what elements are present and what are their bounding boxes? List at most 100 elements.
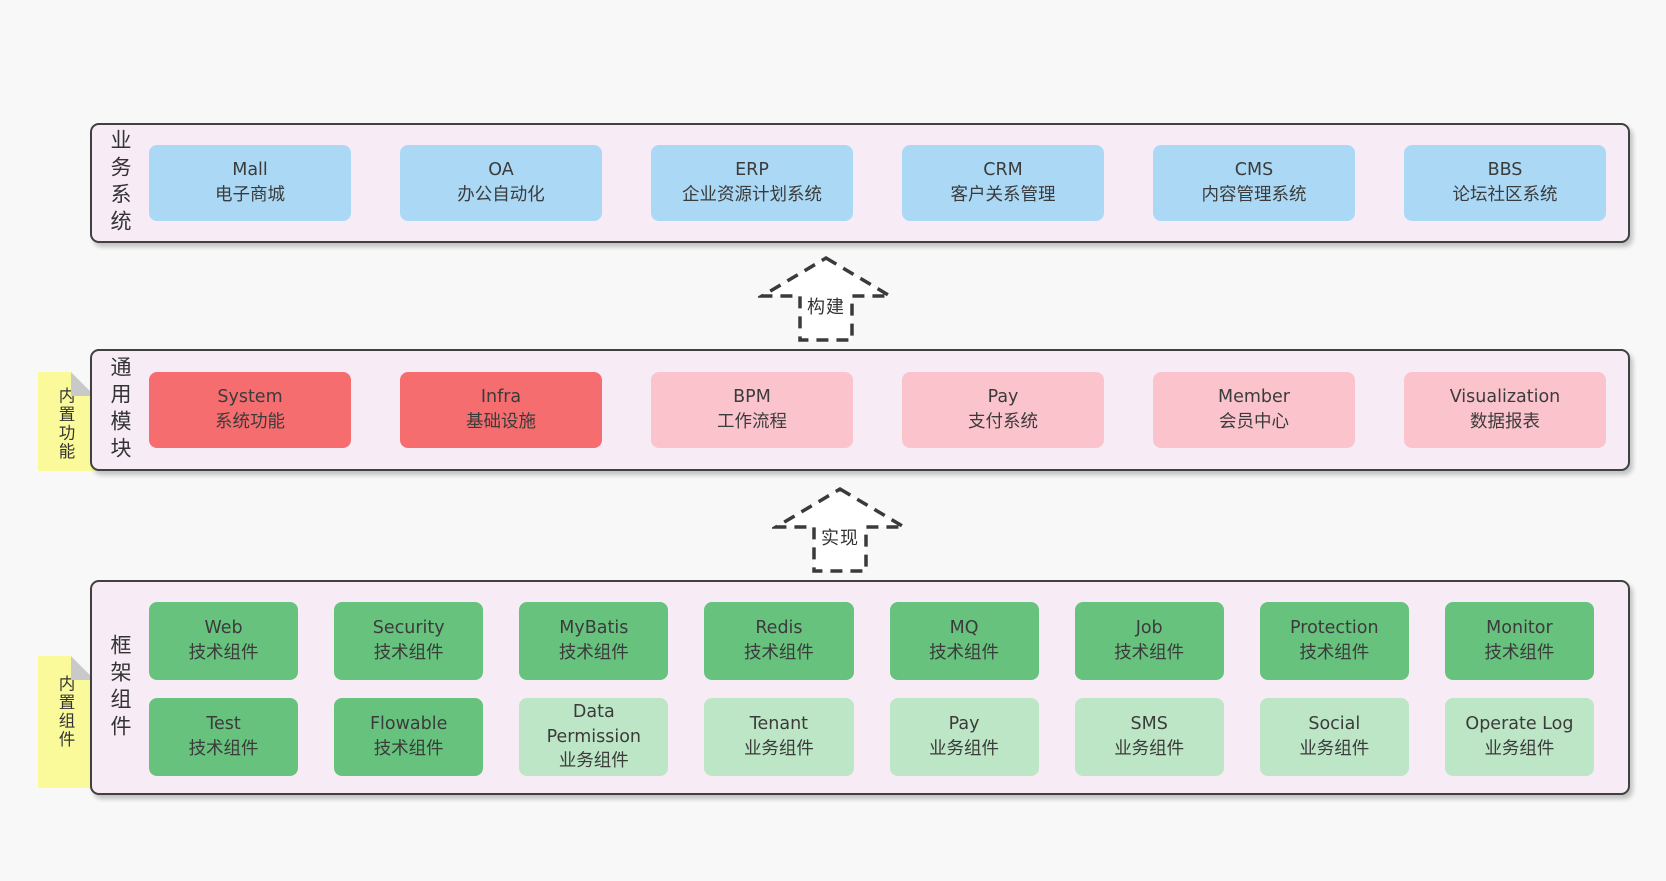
box-system: System 系统功能 [149, 372, 351, 448]
box-name: Test [206, 714, 241, 735]
box-name: Infra [480, 387, 522, 408]
box-category: 业务组件 [743, 739, 814, 759]
box-security: Security 技术组件 [334, 602, 484, 680]
box-member: Member 会员中心 [1153, 372, 1355, 448]
box-category: 支付系统 [968, 412, 1038, 432]
box-category: 内容管理系统 [1201, 185, 1307, 205]
box-category: 业务组件 [558, 751, 629, 772]
box-name: Social [1308, 714, 1361, 735]
up-arrow-build: 构建 [758, 255, 894, 343]
box-data-permission: Data Permission 业务组件 [519, 698, 669, 776]
up-arrow-implement: 实现 [772, 486, 908, 574]
box-category: 技术组件 [1114, 643, 1185, 663]
layer-label-business-systems: 业务系统 [108, 129, 132, 237]
box-sms: SMS 业务组件 [1074, 698, 1224, 776]
box-name: Monitor [1486, 618, 1553, 639]
box-category: 技术组件 [929, 643, 1000, 663]
box-name: Visualization [1449, 387, 1561, 408]
box-category: 电子商城 [215, 185, 285, 205]
box-crm: CRM 客户关系管理 [902, 145, 1104, 221]
box-name: BBS [1487, 160, 1523, 181]
box-tenant: Tenant 业务组件 [704, 698, 854, 776]
box-mall: Mall 电子商城 [149, 145, 351, 221]
box-category: 技术组件 [373, 739, 444, 759]
box-name: OA [488, 160, 514, 181]
box-name: MyBatis [559, 618, 629, 639]
box-protection: Protection 技术组件 [1259, 602, 1409, 680]
box-name: Pay [948, 714, 980, 735]
box-erp: ERP 企业资源计划系统 [651, 145, 853, 221]
box-name: Pay [987, 387, 1019, 408]
sticky-note-built-in-components: 内置组件 [38, 656, 95, 788]
box-category: 工作流程 [717, 412, 787, 432]
box-category: 业务组件 [929, 739, 1000, 759]
box-name: Security [372, 618, 445, 639]
box-category: 业务组件 [1484, 739, 1555, 759]
box-category: 技术组件 [558, 643, 629, 663]
box-category: 业务组件 [1114, 739, 1185, 759]
layer-label-framework-components: 框架组件 [108, 633, 132, 742]
box-name: Data Permission [546, 701, 641, 747]
box-name: Member [1218, 387, 1290, 408]
arrow-build-label: 构建 [807, 297, 845, 318]
box-name: Flowable [369, 714, 448, 735]
box-category: 技术组件 [1299, 643, 1370, 663]
box-name: Redis [755, 618, 803, 639]
box-visualization: Visualization 数据报表 [1404, 372, 1606, 448]
box-name: Operate Log [1465, 714, 1574, 735]
box-category: 系统功能 [215, 412, 285, 432]
box-category: 技术组件 [188, 739, 259, 759]
box-category: 技术组件 [188, 643, 259, 663]
up-arrow-build-shape [758, 255, 894, 342]
box-name: CRM [983, 160, 1023, 181]
box-category: 会员中心 [1219, 412, 1289, 432]
box-category: 业务组件 [1299, 739, 1370, 759]
box-name: System [217, 387, 283, 408]
arrow-implement-label: 实现 [821, 528, 859, 549]
layer-label-common-modules: 通用模块 [108, 356, 132, 464]
box-name: MQ [949, 618, 979, 639]
box-job: Job 技术组件 [1074, 602, 1224, 680]
box-name: Mall [232, 160, 268, 181]
box-category: 论坛社区系统 [1452, 185, 1558, 205]
box-category: 客户关系管理 [950, 185, 1056, 205]
box-redis: Redis 技术组件 [704, 602, 854, 680]
box-mq: MQ 技术组件 [889, 602, 1039, 680]
box-category: 数据报表 [1470, 412, 1540, 432]
box-pay: Pay 业务组件 [889, 698, 1039, 776]
box-operate-log: Operate Log 业务组件 [1444, 698, 1594, 776]
box-name: Job [1135, 618, 1163, 639]
box-pay: Pay 支付系统 [902, 372, 1104, 448]
box-name: Protection [1290, 618, 1379, 639]
box-test: Test 技术组件 [149, 698, 299, 776]
box-name: ERP [735, 160, 769, 181]
sticky-note-built-in-features: 内置功能 [38, 372, 95, 471]
box-category: 技术组件 [373, 643, 444, 663]
box-social: Social 业务组件 [1259, 698, 1409, 776]
box-cms: CMS 内容管理系统 [1153, 145, 1355, 221]
box-category: 企业资源计划系统 [682, 185, 822, 205]
box-infra: Infra 基础设施 [400, 372, 602, 448]
box-name: Tenant [749, 714, 809, 735]
sticky-note-built-in-features-label: 内置功能 [56, 387, 75, 461]
box-flowable: Flowable 技术组件 [334, 698, 484, 776]
up-arrow-implement-shape [772, 486, 908, 573]
box-name: CMS [1234, 160, 1274, 181]
box-mybatis: MyBatis 技术组件 [519, 602, 669, 680]
sticky-note-built-in-components-label: 内置组件 [56, 675, 75, 749]
box-category: 技术组件 [743, 643, 814, 663]
box-category: 基础设施 [466, 412, 536, 432]
box-bbs: BBS 论坛社区系统 [1404, 145, 1606, 221]
box-name: SMS [1130, 714, 1168, 735]
